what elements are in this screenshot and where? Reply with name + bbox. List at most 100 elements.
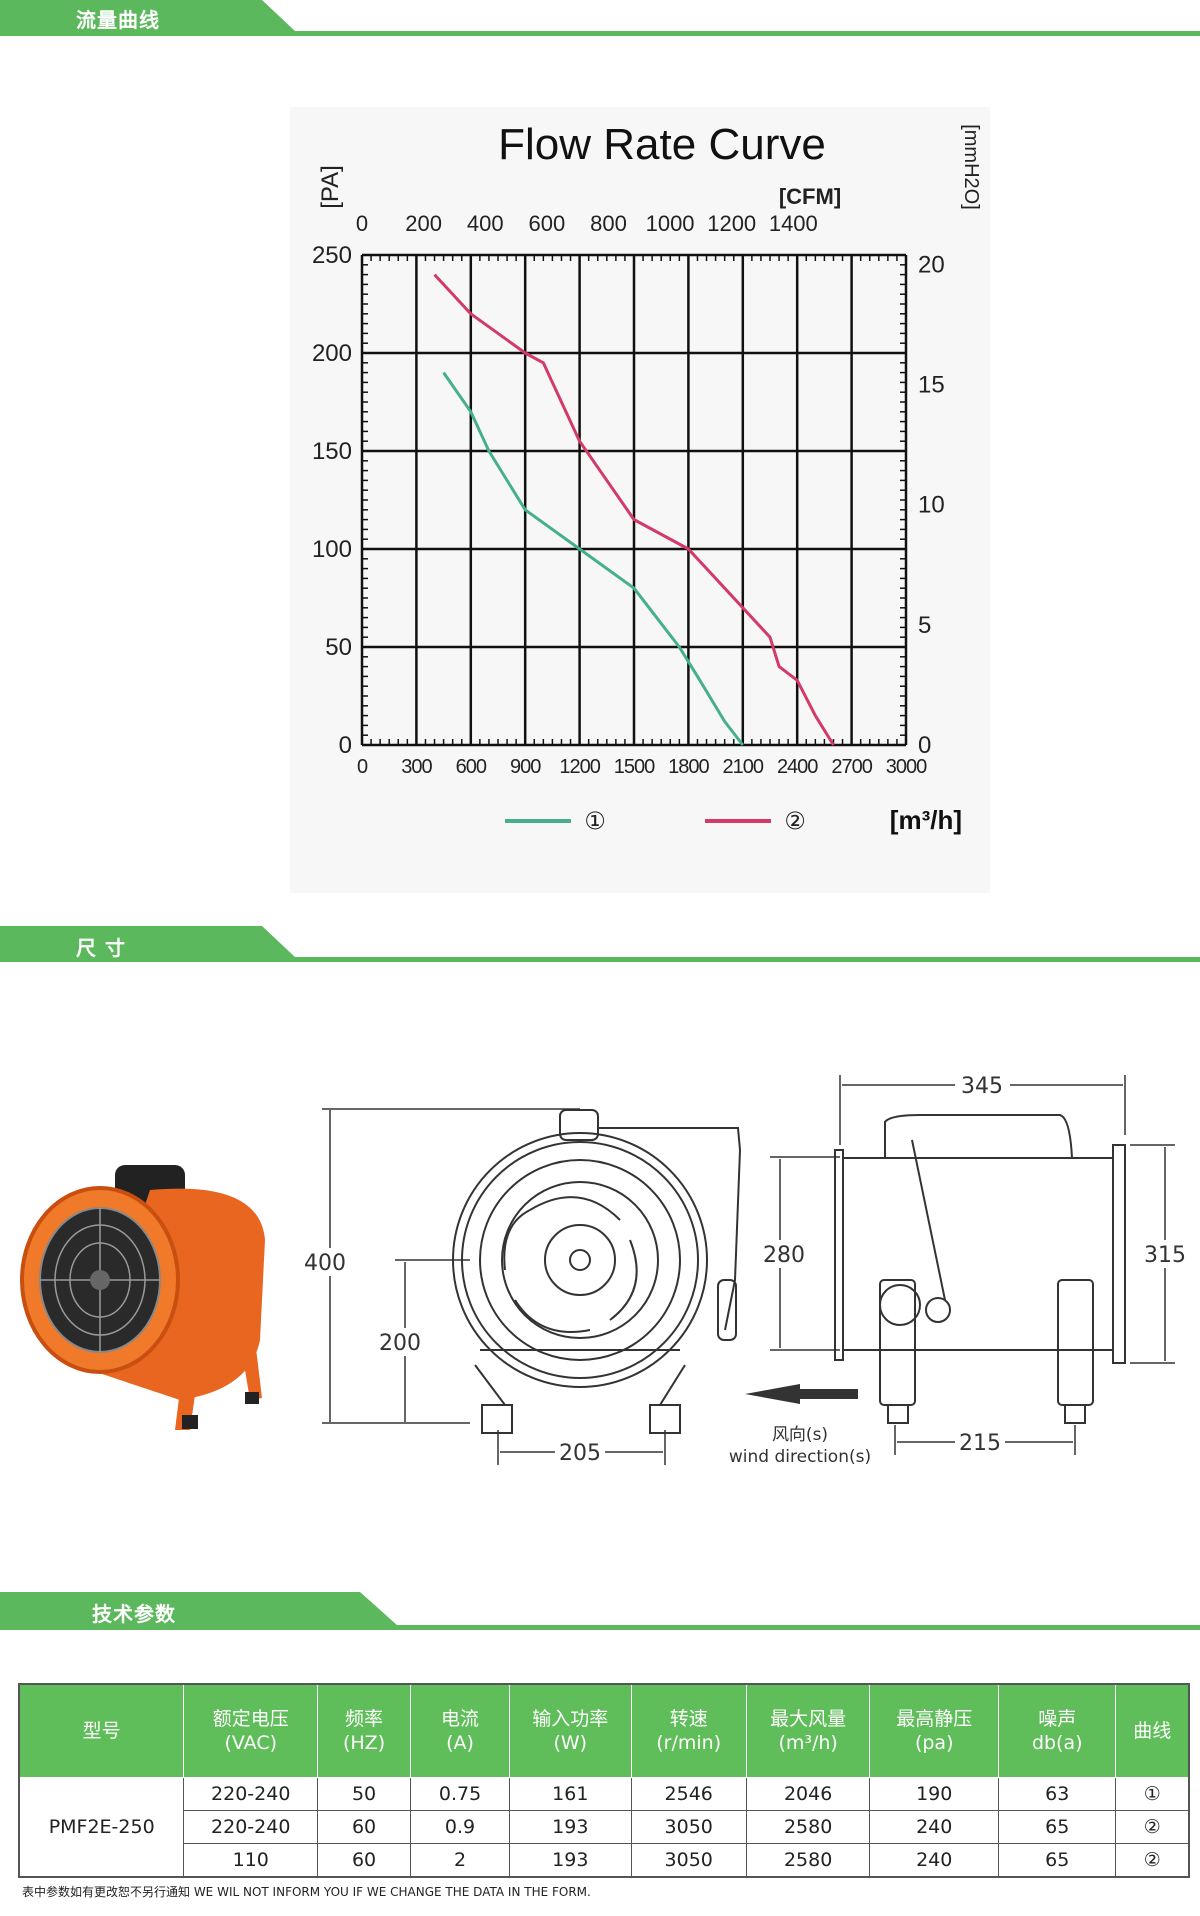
table-cell: 161	[509, 1777, 632, 1811]
x-tick-label: 900	[510, 756, 541, 778]
section-bar-graphic	[0, 0, 1200, 36]
y-tick-label: 150	[312, 438, 352, 465]
table-cell: 240	[869, 1810, 1000, 1844]
table-header-cell: 额定电压(VAC)	[183, 1683, 319, 1778]
section-bar-graphic	[0, 1592, 1200, 1630]
table-header-text: (m³/h)	[778, 1732, 838, 1754]
table-cell: 2046	[745, 1777, 871, 1811]
legend-label-2: ②	[784, 807, 806, 835]
table-header-cell: 转速(r/min)	[630, 1683, 747, 1778]
dim-body-height: 280	[763, 1243, 805, 1268]
table-cell: 65	[998, 1810, 1117, 1844]
y-right-tick-label: 10	[918, 492, 945, 519]
x-tick-label: 2100	[723, 756, 764, 778]
table-cell: 193	[509, 1843, 632, 1878]
table-header-text: db(a)	[1031, 1732, 1083, 1754]
x-axis-label: [m³/h]	[890, 805, 962, 835]
x-tick-label: 2400	[777, 756, 818, 778]
x-tick-label: 3000	[886, 756, 927, 778]
section-header-size: 尺 寸	[0, 926, 1200, 964]
table-cell: ②	[1115, 1810, 1190, 1844]
y-right-tick-label: 15	[918, 372, 945, 399]
y-right-tick-label: 0	[918, 732, 931, 759]
table-header-text: 型号	[82, 1720, 121, 1742]
table-cell: 2580	[745, 1843, 871, 1878]
table-note: 表中参数如有更改恕不另行通知 WE WIL NOT INFORM YOU IF …	[22, 1885, 591, 1899]
side-view-drawing	[834, 1114, 1126, 1424]
x-top-tick-label: 600	[528, 211, 565, 236]
table-header-text: 曲线	[1133, 1720, 1172, 1742]
x-tick-label: 0	[357, 756, 368, 778]
x-top-tick-label: 200	[405, 211, 442, 236]
y-tick-label: 0	[339, 732, 352, 759]
table-cell: 2580	[745, 1810, 871, 1844]
table-cell: 190	[869, 1777, 1000, 1811]
dim-base-width: 205	[559, 1441, 601, 1466]
table-header-cell: 最高静压(pa)	[869, 1683, 1000, 1778]
y-right-axis-label: [mmH2O]	[960, 124, 982, 210]
table-cell: 0.75	[409, 1777, 511, 1811]
dimension-drawings: 400 200 205 345 280 315 215 风向(s) wind d…	[0, 1010, 1200, 1530]
table-cell: 193	[509, 1810, 632, 1844]
x-tick-label: 1500	[614, 756, 655, 778]
fan-photo	[20, 1165, 265, 1430]
table-header-cell: 电流(A)	[409, 1683, 511, 1778]
y-tick-label: 100	[312, 536, 352, 563]
table-header-cell: 最大风量(m³/h)	[745, 1683, 871, 1778]
section-header-spec: 技术参数	[0, 1592, 1200, 1630]
table-cell: 50	[317, 1777, 411, 1811]
table-header-text: 频率	[345, 1708, 384, 1730]
table-header-text: 输入功率	[532, 1708, 609, 1730]
table-header-cell: 型号	[18, 1683, 185, 1778]
dim-diameter: 315	[1144, 1243, 1186, 1268]
table-header-text: 噪声	[1038, 1708, 1077, 1730]
table-cell: 65	[998, 1843, 1117, 1878]
y-axis-label: [PA]	[317, 165, 344, 209]
table-cell: 240	[869, 1843, 1000, 1878]
table-cell: 110	[183, 1843, 319, 1878]
x-top-tick-label: 0	[356, 211, 368, 236]
table-cell: 220-240	[183, 1810, 319, 1844]
wind-direction-en: wind direction(s)	[729, 1447, 871, 1467]
table-cell: ①	[1115, 1777, 1190, 1811]
table-header-cell: 曲线	[1115, 1683, 1190, 1778]
x-top-tick-label: 1000	[646, 211, 695, 236]
table-header-text: 最大风量	[770, 1708, 847, 1730]
table-header-text: 转速	[669, 1708, 708, 1730]
table-cell: 2546	[630, 1777, 747, 1811]
x-top-tick-label: 800	[590, 211, 627, 236]
legend-label-1: ①	[584, 807, 606, 835]
table-cell: 3050	[630, 1810, 747, 1844]
y-right-tick-label: 20	[918, 251, 945, 278]
table-header-text: 电流	[441, 1708, 480, 1730]
table-header-text: (pa)	[914, 1732, 954, 1754]
series-line-2	[433, 273, 835, 746]
x-tick-label: 300	[401, 756, 432, 778]
x-top-tick-label: 1400	[769, 211, 818, 236]
dim-axis-height: 200	[379, 1331, 421, 1356]
x-top-axis-label: [CFM]	[779, 184, 841, 209]
y-tick-label: 200	[312, 340, 352, 367]
model-cell: PMF2E-250	[18, 1777, 185, 1878]
table-header-text: 最高静压	[896, 1708, 973, 1730]
table-cell: 60	[317, 1843, 411, 1878]
x-top-tick-label: 400	[467, 211, 504, 236]
table-cell: 63	[998, 1777, 1117, 1811]
table-header-cell: 输入功率(W)	[509, 1683, 632, 1778]
x-tick-label: 600	[456, 756, 487, 778]
x-top-tick-label: 1200	[707, 211, 756, 236]
y-tick-label: 250	[312, 242, 352, 269]
front-view-drawing	[452, 1109, 742, 1434]
table-cell: 220-240	[183, 1777, 319, 1811]
table-cell: 0.9	[409, 1810, 511, 1844]
section-title-spec: 技术参数	[92, 1602, 176, 1626]
chart-title: Flow Rate Curve	[498, 120, 826, 169]
dim-overall-height: 400	[304, 1251, 346, 1276]
spec-table: 型号额定电压(VAC)频率(HZ)电流(A)输入功率(W)转速(r/min)最大…	[18, 1683, 1190, 1878]
dim-length: 345	[961, 1074, 1003, 1099]
x-tick-label: 1800	[668, 756, 709, 778]
table-cell: 60	[317, 1810, 411, 1844]
